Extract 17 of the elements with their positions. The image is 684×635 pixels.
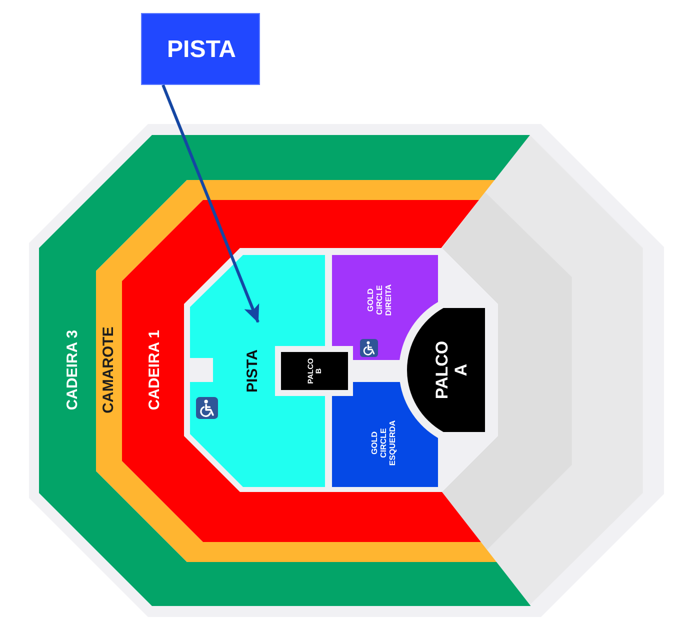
stage-label: PALCO A	[433, 340, 471, 400]
section-label: CADEIRA 1	[146, 330, 164, 410]
seating-section	[122, 200, 481, 542]
callout-label: PISTA	[167, 36, 236, 64]
leader-arrow	[162, 84, 260, 323]
seating-section	[39, 135, 531, 606]
stage-platform	[406, 308, 485, 432]
stage-platform	[281, 352, 348, 390]
section-label: CADEIRA 3	[64, 330, 82, 410]
seating-section	[96, 180, 496, 562]
floor-zone	[190, 255, 325, 487]
zone-label: PISTA	[244, 349, 262, 393]
section-label: CAMAROTE	[100, 326, 118, 414]
zone-label: GOLD CIRCLE DIREITA	[366, 284, 394, 316]
seating-section	[485, 135, 643, 605]
zone-label: GOLD CIRCLE ESQUERDA	[370, 420, 398, 466]
callout-box	[141, 13, 260, 85]
